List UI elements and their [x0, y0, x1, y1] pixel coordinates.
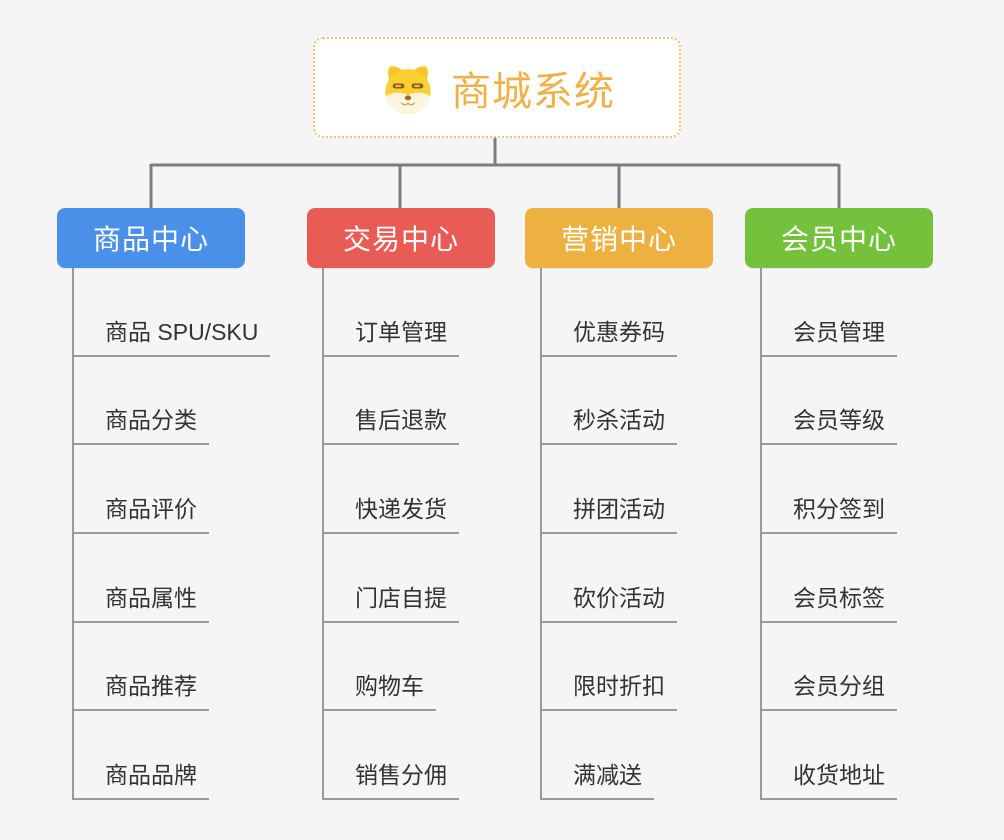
child-topic[interactable]: 会员管理: [762, 313, 897, 357]
branch-column-3: 优惠券码秒杀活动拼团活动砍价活动限时折扣满减送: [540, 268, 792, 801]
child-topic[interactable]: 商品属性: [74, 579, 209, 623]
child-topic[interactable]: 积分签到: [762, 490, 897, 535]
child-topic[interactable]: 售后退款: [324, 401, 459, 446]
root-title: 商城系统: [451, 69, 615, 114]
child-topic[interactable]: 订单管理: [324, 313, 459, 357]
child-topic[interactable]: 商品品牌: [74, 756, 209, 801]
root-node[interactable]: 商城系统: [313, 37, 681, 138]
child-row: 限时折扣: [542, 623, 792, 712]
child-row: 拼团活动: [542, 445, 792, 535]
child-row: 商品品牌: [74, 711, 324, 801]
child-row: 收货地址: [762, 711, 1004, 801]
branch-node-3[interactable]: 营销中心: [525, 208, 713, 268]
dog-icon: [385, 65, 431, 114]
child-row: 会员标签: [762, 534, 1004, 623]
child-topic[interactable]: 会员分组: [762, 667, 897, 712]
child-topic[interactable]: 会员等级: [762, 401, 897, 446]
child-row: 销售分佣: [324, 711, 574, 801]
child-row: 快递发货: [324, 445, 574, 535]
child-row: 会员分组: [762, 623, 1004, 712]
child-row: 商品评价: [74, 445, 324, 535]
child-row: 会员管理: [762, 268, 1004, 357]
child-topic[interactable]: 购物车: [324, 667, 436, 712]
child-row: 秒杀活动: [542, 357, 792, 446]
child-topic[interactable]: 商品分类: [74, 401, 209, 446]
branch-label: 会员中心: [780, 224, 897, 255]
child-row: 砍价活动: [542, 534, 792, 623]
branch-node-1[interactable]: 商品中心: [57, 208, 245, 268]
child-topic[interactable]: 优惠券码: [542, 313, 677, 357]
branch-column-1: 商品 SPU/SKU 商品分类商品评价商品属性商品推荐商品品牌: [72, 268, 324, 801]
child-row: 售后退款: [324, 357, 574, 446]
child-row: 购物车: [324, 623, 574, 712]
child-row: 门店自提: [324, 534, 574, 623]
branch-node-4[interactable]: 会员中心: [745, 208, 933, 268]
child-topic[interactable]: 销售分佣: [324, 756, 459, 801]
child-topic[interactable]: 限时折扣: [542, 667, 677, 712]
branch-column-2: 订单管理售后退款快递发货门店自提购物车销售分佣: [322, 268, 574, 801]
child-row: 满减送: [542, 711, 792, 801]
child-row: 会员等级: [762, 357, 1004, 446]
child-topic[interactable]: 商品评价: [74, 490, 209, 535]
child-topic[interactable]: 砍价活动: [542, 579, 677, 623]
child-row: 商品推荐: [74, 623, 324, 712]
child-topic[interactable]: 会员标签: [762, 579, 897, 623]
child-topic[interactable]: 秒杀活动: [542, 401, 677, 446]
child-row: 商品 SPU/SKU: [74, 268, 324, 357]
child-topic[interactable]: 商品 SPU/SKU: [74, 313, 271, 357]
child-row: 积分签到: [762, 445, 1004, 535]
child-topic[interactable]: 收货地址: [762, 756, 897, 801]
branch-column-4: 会员管理会员等级积分签到会员标签会员分组收货地址: [760, 268, 1004, 801]
child-row: 商品分类: [74, 357, 324, 446]
child-topic[interactable]: 快递发货: [324, 490, 459, 535]
child-topic[interactable]: 拼团活动: [542, 490, 677, 535]
child-row: 优惠券码: [542, 268, 792, 357]
child-row: 订单管理: [324, 268, 574, 357]
branch-label: 商品中心: [92, 224, 209, 255]
branch-label: 营销中心: [560, 224, 677, 255]
child-topic[interactable]: 商品推荐: [74, 667, 209, 712]
branch-node-2[interactable]: 交易中心: [307, 208, 495, 268]
child-topic[interactable]: 门店自提: [324, 579, 459, 623]
child-row: 商品属性: [74, 534, 324, 623]
branch-label: 交易中心: [342, 224, 459, 255]
child-topic[interactable]: 满减送: [542, 756, 654, 801]
